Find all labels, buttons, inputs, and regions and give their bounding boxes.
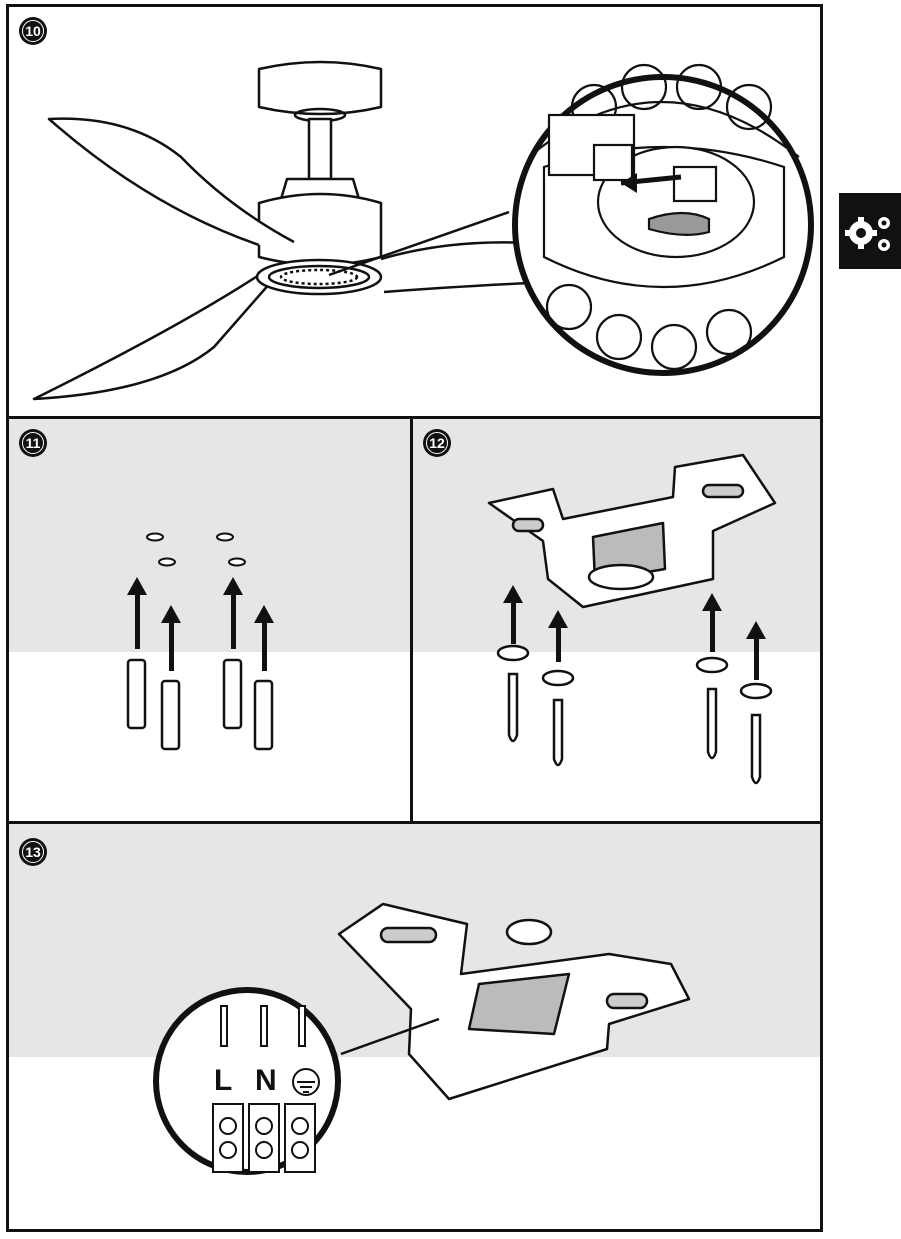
- step-number-badge: 11: [19, 429, 47, 457]
- mounting-bracket-illustration: [487, 453, 777, 785]
- ceiling-shade: [9, 419, 410, 652]
- settings-tab: [839, 193, 901, 269]
- wiring-illustration: [153, 902, 691, 1175]
- fan-illustration: [32, 60, 814, 401]
- step-10-panel: 10: [9, 7, 820, 413]
- step-13-panel: 13 L N: [9, 821, 820, 1229]
- wall-plugs-illustration: [126, 532, 274, 751]
- neutral-label: N: [255, 1064, 277, 1097]
- live-label: L: [214, 1064, 233, 1097]
- step-number-badge: 12: [423, 429, 451, 457]
- gears-icon: [845, 217, 890, 251]
- step-number-badge: 13: [19, 838, 47, 866]
- manual-page-frame: [6, 4, 823, 1232]
- step-12-panel: 12: [413, 416, 820, 821]
- step-number-badge: 10: [19, 17, 47, 45]
- step-11-panel: 11: [9, 416, 413, 821]
